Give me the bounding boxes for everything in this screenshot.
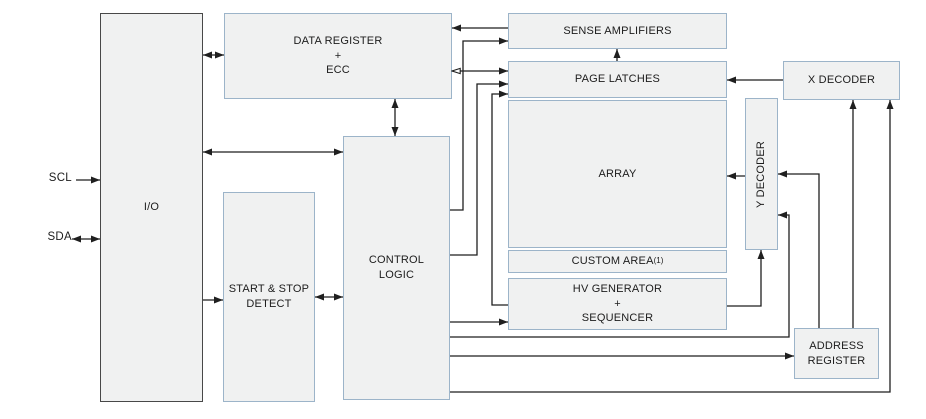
wire-address-register-to-y-decoder	[778, 170, 820, 328]
control-logic-block: CONTROL LOGIC	[343, 136, 450, 400]
control-logic-label-line1: CONTROL	[368, 254, 425, 267]
data-register-label-line3: ECC	[326, 64, 350, 77]
custom-area-block: CUSTOM AREA(1)	[508, 250, 727, 273]
start-stop-detect-block: START & STOP DETECT	[223, 192, 315, 402]
y-decoder-label: Y DECODER	[755, 140, 768, 208]
start-stop-detect-label-line1: START & STOP	[228, 283, 310, 296]
data-register-ecc-block: DATA REGISTER + ECC	[224, 13, 452, 99]
sense-amplifiers-label: SENSE AMPLIFIERS	[563, 24, 672, 37]
start-stop-detect-label-line2: DETECT	[246, 298, 292, 310]
y-decoder-block: Y DECODER	[745, 98, 778, 250]
custom-area-footnote: (1)	[653, 256, 664, 266]
address-register-label-line1: ADDRESS	[809, 339, 864, 352]
hv-generator-label-line3: SEQUENCER	[581, 312, 654, 325]
wire-hv-generator-to-page-latches	[491, 90, 508, 306]
sda-pin-label: SDA	[47, 231, 72, 243]
x-decoder-label: X DECODER	[807, 74, 876, 87]
address-register-label-line2: REGISTER	[807, 354, 866, 367]
io-block: I/O	[100, 13, 203, 402]
wire-control-logic-to-page-latches	[450, 80, 508, 256]
wire-control-logic-to-sense-amplifiers	[450, 37, 508, 211]
hv-generator-label-line1: HV GENERATOR	[572, 283, 663, 296]
page-latches-label: PAGE LATCHES	[574, 73, 661, 86]
sense-amplifiers-block: SENSE AMPLIFIERS	[508, 13, 727, 49]
scl-pin-label: SCL	[48, 172, 72, 184]
array-label: ARRAY	[598, 167, 637, 180]
data-register-label-line1: DATA REGISTER	[293, 35, 383, 48]
io-label: I/O	[143, 201, 160, 214]
custom-area-label: CUSTOM AREA	[571, 255, 654, 268]
hv-generator-sequencer-block: HV GENERATOR + SEQUENCER	[508, 278, 727, 330]
page-latches-block: PAGE LATCHES	[508, 61, 727, 98]
wire-hv-generator-to-y-decoder	[727, 250, 765, 307]
address-register-block: ADDRESS REGISTER	[794, 328, 879, 379]
hv-generator-label-line2: +	[614, 297, 621, 310]
x-decoder-block: X DECODER	[783, 61, 900, 100]
array-block: ARRAY	[508, 100, 727, 248]
control-logic-label-line2: LOGIC	[378, 269, 415, 281]
data-register-label-line2: +	[334, 49, 342, 62]
